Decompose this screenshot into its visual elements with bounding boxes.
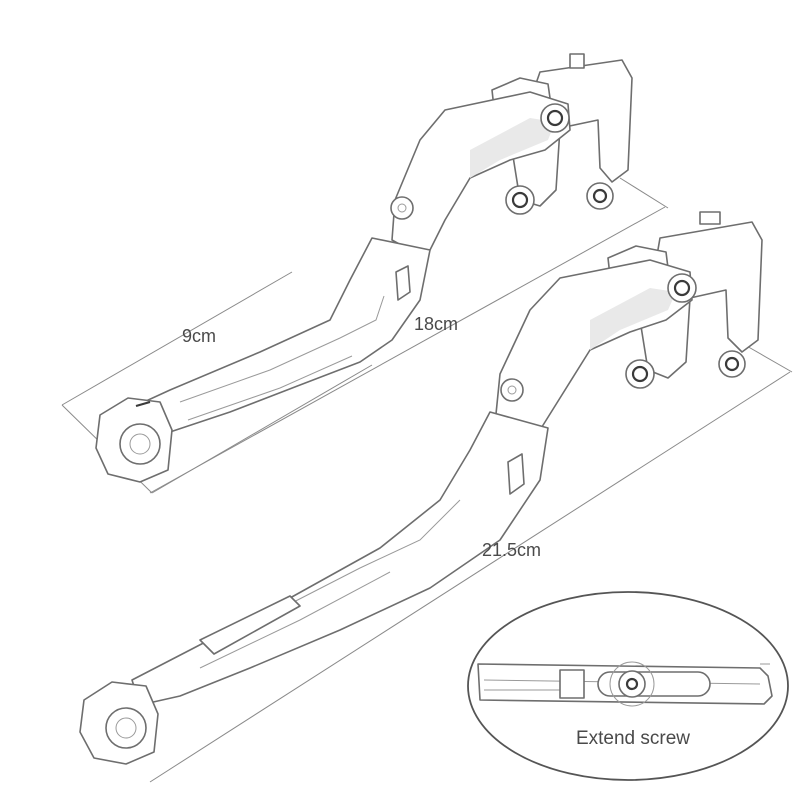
dimension-lines: [61, 177, 793, 783]
dim-18cm-line: [149, 206, 666, 494]
dim-21cm-line: [149, 371, 791, 783]
dim-9cm-line-a: [61, 271, 293, 406]
extend-screw: [618, 670, 646, 698]
dim-label-18cm: 18cm: [414, 314, 458, 334]
long-lever-pivot-bolt: [667, 273, 697, 303]
long-lever: [79, 211, 763, 765]
dim-18cm-tick: [619, 177, 669, 209]
long-lever-fold-pivot: [500, 378, 524, 402]
short-lever-blade: [121, 237, 431, 441]
dim-label-21-5cm: 21.5cm: [482, 540, 541, 560]
long-lever-mount-hole: [718, 350, 746, 378]
long-lever-switch: [699, 211, 721, 225]
short-lever-switch: [569, 53, 585, 69]
short-lever-fold-pivot: [390, 196, 414, 220]
short-lever-end-hole: [119, 423, 161, 465]
short-lever: [95, 53, 633, 483]
long-lever-end-hole: [105, 707, 147, 749]
dim-21cm-tick: [744, 344, 793, 373]
short-lever-mount-hole: [586, 182, 614, 210]
extend-screw-highlight: [609, 661, 655, 707]
short-lever-adjust-bolt: [505, 185, 535, 215]
dim-label-9cm: 9cm: [182, 326, 216, 346]
long-lever-extension-slot: [199, 595, 301, 655]
inset-joint: [559, 669, 585, 699]
inset-detail: Extend screw: [467, 591, 789, 781]
long-lever-adjust-bolt: [625, 359, 655, 389]
short-lever-pivot-bolt: [540, 103, 570, 133]
long-lever-slot: [507, 453, 525, 495]
inset-caption: Extend screw: [576, 728, 690, 749]
short-lever-slot: [395, 265, 411, 301]
